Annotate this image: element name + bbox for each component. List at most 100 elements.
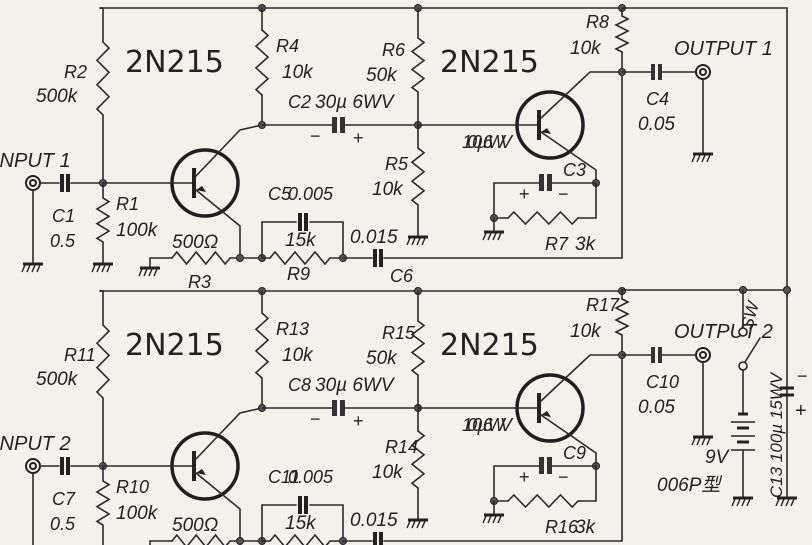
output-capacitor-plate-b: [658, 64, 662, 80]
emitter2-capacitor-plate-b: [547, 174, 552, 191]
r-bias-bot-resistor: [95, 480, 111, 526]
r-fb-ref: R9: [287, 264, 310, 284]
coupling-capacitor-plate-pos: [340, 400, 345, 416]
emitter-node-1: [236, 537, 244, 545]
channel-2: INPUT 2C70.5R11500kR10100k2N215500ΩR12R1…: [0, 287, 773, 545]
emitter-arrow-icon: [541, 411, 551, 417]
r-bias2-bot-ref: R5: [385, 154, 409, 174]
r-bias-bot-value: 100k: [116, 220, 159, 241]
output-ground-icon: [690, 152, 715, 164]
collector-2-wire: [540, 354, 623, 402]
output-jack[interactable]: [695, 64, 711, 80]
c-emitter2-value: 100µ 6WV: [462, 132, 514, 152]
c-in-ref: C1: [52, 206, 75, 226]
r-bias-top-value: 500k: [36, 369, 79, 390]
c-couple-plus: +: [353, 128, 364, 148]
r-bias-top-resistor: [95, 324, 111, 399]
r-bias2-bot-ref: R14: [385, 437, 418, 457]
channel-1: INPUT 1C10.5R2500kR1100k2N215500ΩR3R410k…: [0, 4, 773, 292]
r-coll1-ref: R4: [276, 36, 299, 56]
output-jack[interactable]: [695, 347, 711, 363]
c-fb-small-value: 0.005: [288, 467, 334, 487]
output-capacitor-plate-a: [651, 347, 655, 363]
battery-ground-icon: [730, 496, 755, 508]
r-emitter-wire-left: [149, 540, 173, 545]
coupling-capacitor-plate-neg: [332, 117, 337, 133]
r-bias-top-ref: R2: [64, 62, 87, 82]
r-bias-bot-ground-icon: [90, 262, 115, 274]
c-couple-ref: C8: [288, 375, 311, 395]
c13-plus: +: [795, 400, 807, 422]
r-bias2-bot-value: 10k: [372, 179, 404, 200]
transistor-1-type: 2N215: [125, 45, 224, 80]
switch-contact-top: [738, 327, 748, 337]
battery-type-label: 006P型: [657, 475, 722, 496]
c-in-value: 0.5: [50, 231, 76, 251]
r-coll2-ref: R17: [586, 295, 620, 315]
collector-2-wire: [540, 71, 623, 119]
input-capacitor: [60, 457, 70, 475]
emitter-2-wire: [540, 414, 597, 467]
collector-1-wire: [195, 407, 263, 460]
switch-contact-bottom: [738, 361, 748, 371]
r-coll2-value: 10k: [570, 38, 602, 59]
fb-small-cap-wire: [261, 504, 344, 542]
c-out-ref: C4: [646, 89, 669, 109]
coupling-capacitor-plate-pos: [340, 117, 345, 133]
input-ground-icon: [20, 262, 45, 274]
emitter-arrow-icon: [196, 186, 206, 192]
r-emitter-value: 500Ω: [172, 232, 218, 253]
r-coll1-ref: R13: [276, 319, 309, 339]
c-fb-small-ref: C5: [268, 184, 292, 204]
emitter2-capacitor-plate-a: [539, 174, 544, 191]
r-emitter-resistor: [171, 533, 231, 545]
emitter2-capacitor-plate-a: [539, 457, 544, 474]
r-bias-top-value: 500k: [36, 86, 79, 107]
r-emitter2-resistor: [507, 493, 579, 509]
transistor-2-type: 2N215: [440, 328, 539, 363]
c13-ground-icon: [774, 496, 799, 508]
r-emitter-wire-left: [149, 257, 173, 269]
emitter2-cap-wire: [493, 182, 597, 219]
power-supply: SW 9V 006P型 − + C13 100µ 15WV: [621, 7, 808, 508]
output-ground-icon: [690, 435, 715, 447]
r-bias2-top-value: 50k: [366, 348, 398, 369]
r-coll1-resistor: [254, 29, 270, 96]
c-couple-value: 30µ 6WV: [315, 375, 396, 396]
r-bias-bot-value: 100k: [116, 503, 159, 524]
c13-label: C13 100µ 15WV: [767, 371, 786, 498]
r-coll2-resistor: [614, 15, 630, 53]
battery-voltage-label: 9V: [705, 447, 731, 468]
fb-small-capacitor: [298, 213, 308, 231]
fb-small-capacitor: [298, 496, 308, 514]
r-bias-top-wire: [99, 7, 104, 43]
output-capacitor-plate-b: [658, 347, 662, 363]
input-jack-center: [29, 179, 37, 187]
emitter2-ground-icon: [481, 513, 506, 525]
input-jack[interactable]: [25, 458, 41, 474]
r-emitter2-wire: [493, 465, 597, 502]
output-label: OUTPUT 2: [674, 321, 773, 343]
c-fb-value: 0.015: [350, 227, 398, 248]
fb-resistor: [269, 533, 331, 545]
filter-capacitor-c13: − + C13 100µ 15WV: [767, 366, 808, 508]
r-bias2-bot-resistor: [410, 147, 426, 206]
emitter-arrow-icon: [541, 128, 551, 134]
c-emitter2-plus: +: [519, 184, 530, 204]
c-fb-small-value: 0.005: [288, 184, 334, 204]
c-emitter2-minus: −: [558, 467, 569, 487]
c13-minus: −: [797, 366, 808, 386]
c-couple-ref: C2: [288, 92, 311, 112]
r-coll1-value: 10k: [282, 345, 314, 366]
c-couple-plus: +: [353, 411, 364, 431]
c-fb-small-ref: C11: [268, 467, 300, 487]
right-rail-wire: [621, 7, 788, 297]
input-jack[interactable]: [25, 175, 41, 191]
c-in-value: 0.5: [50, 514, 76, 534]
emitter2-cap-wire: [493, 465, 597, 502]
r-emitter2-value: 3k: [575, 234, 597, 255]
input-label: INPUT 1: [0, 150, 71, 172]
emitter2-capacitor-plate-b: [547, 457, 552, 474]
r-bias2-top-resistor: [410, 320, 426, 376]
